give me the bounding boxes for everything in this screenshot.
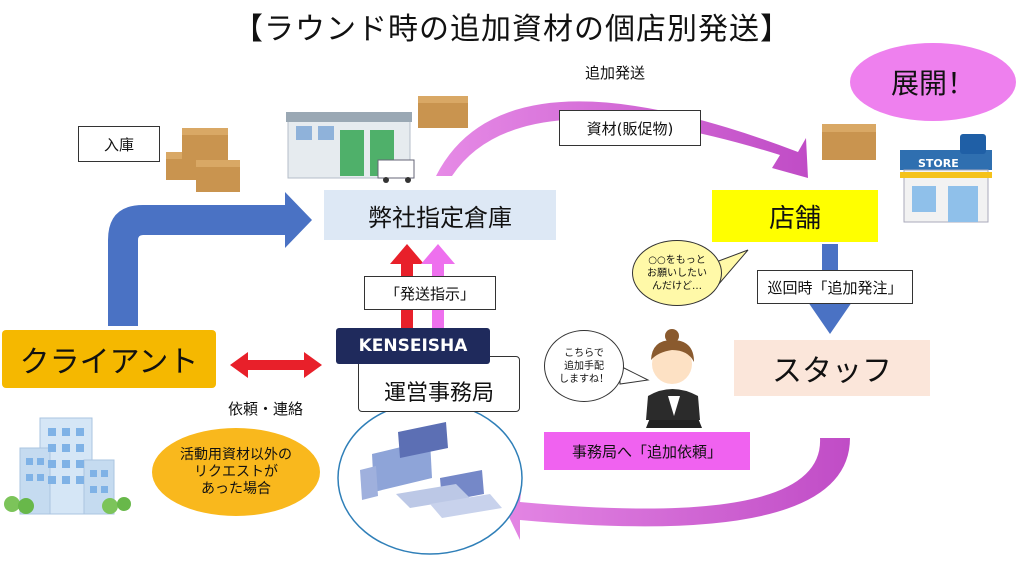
shipping-instruction-label: 「発送指示」	[364, 276, 496, 310]
boxes-icon	[166, 96, 876, 192]
store-node: 店舗	[712, 190, 878, 242]
client-building-icon	[4, 417, 131, 515]
expand-callout: 展開！	[850, 43, 1016, 121]
store-request-bubble: ○○をもっと お願いしたい んだけど…	[632, 240, 722, 306]
client-request-oval: 活動用資材以外の リクエストが あった場合	[152, 428, 320, 516]
request-contact-label: 依頼・連絡	[228, 400, 304, 418]
client-node: クライアント	[2, 330, 216, 388]
expand-callout-text: 展開！	[890, 67, 975, 100]
staff-to-office-arrow	[478, 438, 850, 540]
additional-shipment-label: 追加発送	[585, 64, 646, 82]
kenseisha-badge: KENSEISHA	[336, 328, 490, 364]
warehouse-to-store-arrow	[436, 101, 808, 178]
materials-label: 資材(販促物)	[559, 110, 701, 146]
patrol-order-label: 巡回時「追加発注」	[757, 270, 913, 304]
staff-person-icon	[646, 329, 702, 428]
client-office-double-arrow	[230, 352, 322, 378]
warehouse-building-icon	[286, 112, 415, 183]
office-node: 運営事務局	[358, 356, 520, 412]
inbound-label: 入庫	[78, 126, 160, 162]
staff-node: スタッフ	[734, 340, 930, 396]
staff-bubble-tail	[619, 365, 650, 385]
office-request-label: 事務局へ「追加依頼」	[544, 432, 750, 470]
store-sign-text: STORE	[918, 157, 959, 170]
computer-desks-icon	[360, 422, 502, 518]
warehouse-node: 弊社指定倉庫	[324, 190, 556, 240]
client-to-warehouse-arrow	[108, 192, 312, 326]
staff-reply-bubble: こちらで 追加手配 しますね！	[544, 330, 624, 402]
page-title: 【ラウンド時の追加資材の個店別発送】	[233, 12, 791, 47]
store-building-icon	[900, 134, 992, 223]
